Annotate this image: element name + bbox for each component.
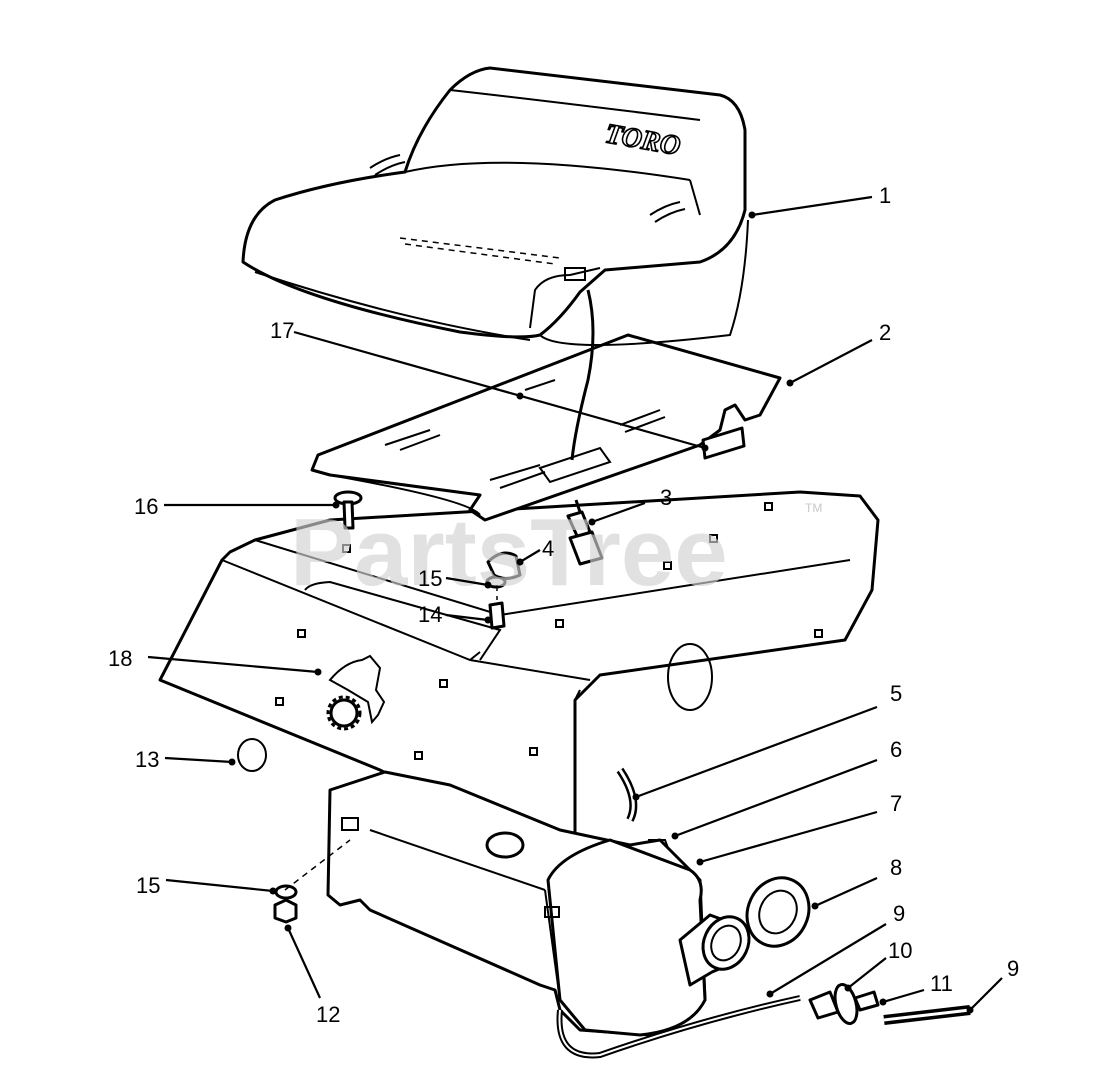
watermark-text: PartsTree xyxy=(290,499,728,606)
seat: TORO xyxy=(241,66,749,346)
fuel-tank xyxy=(326,770,707,1037)
callout-2: 2 xyxy=(879,320,891,345)
callout-10: 10 xyxy=(888,938,912,963)
nut-and-washer xyxy=(273,839,351,924)
callout-12: 12 xyxy=(316,1002,340,1027)
callout-16: 16 xyxy=(134,494,158,519)
fuel-gauge xyxy=(326,654,386,731)
callout-labels: 1 2 3 4 5 6 7 8 9 10 11 9 12 13 14 15 15… xyxy=(108,183,1019,1027)
fuel-cap-assembly xyxy=(678,876,811,987)
callout-8: 8 xyxy=(890,855,902,880)
watermark-trademark: TM xyxy=(805,501,822,515)
callout-15b: 15 xyxy=(136,873,160,898)
callout-15a: 15 xyxy=(418,566,442,591)
callout-4: 4 xyxy=(542,536,554,561)
seat-pan xyxy=(310,333,782,522)
callout-17: 17 xyxy=(270,318,294,343)
callout-11: 11 xyxy=(930,971,953,996)
hose-clip xyxy=(237,738,267,772)
callout-9a: 9 xyxy=(893,901,905,926)
carriage-bolt xyxy=(333,490,363,530)
callout-3: 3 xyxy=(660,485,672,510)
seat-switch-connector xyxy=(566,289,604,566)
callout-6: 6 xyxy=(890,737,902,762)
leader-dots xyxy=(228,211,974,1014)
callout-13: 13 xyxy=(135,747,159,772)
callout-14: 14 xyxy=(418,602,442,627)
callout-18: 18 xyxy=(108,646,132,671)
clip-washer-screw xyxy=(485,551,522,630)
leader-lines xyxy=(147,195,1003,1011)
fuel-lines xyxy=(556,767,971,1059)
callout-7: 7 xyxy=(890,791,902,816)
callout-1: 1 xyxy=(879,183,891,208)
callout-9b: 9 xyxy=(1007,956,1019,981)
callout-5: 5 xyxy=(890,681,902,706)
